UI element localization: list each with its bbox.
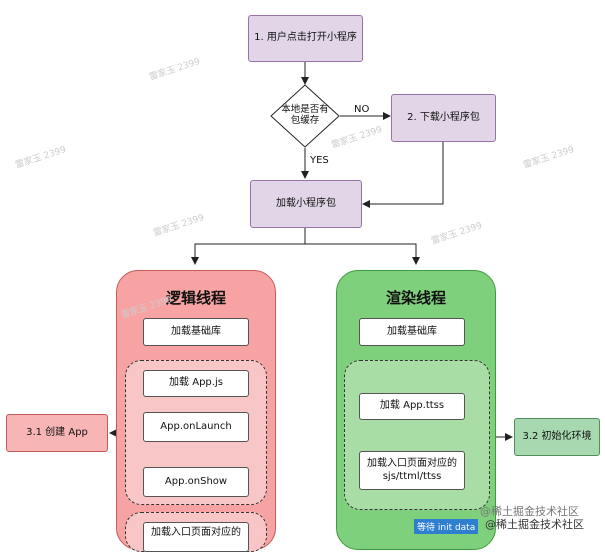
footer-watermark: @稀土掘金技术社区: [480, 505, 579, 518]
logic-thread-title: 逻辑线程: [165, 289, 226, 307]
node-init-environment: 3.2 初始化环境: [514, 418, 600, 456]
node-open-miniapp: 1. 用户点击打开小程序: [248, 15, 363, 62]
render-load-base-library: 加载基础库: [359, 318, 465, 346]
node-download-package: 2. 下载小程序包: [391, 94, 496, 142]
node-load-package: 加载小程序包: [250, 180, 362, 228]
arrow-load-split: [194, 228, 417, 262]
logic-load-base-library: 加载基础库: [143, 318, 249, 346]
edge-label-no: NO: [354, 104, 370, 115]
decision-label: 本地是否有 包缓存: [281, 104, 329, 127]
render-thread-title: 渲染线程: [385, 289, 446, 307]
render-load-app-ttss: 加载 App.ttss: [359, 393, 465, 420]
arrow-download-to-load: [362, 142, 444, 208]
logic-load-app-js: 加载 App.js: [143, 370, 249, 397]
wait-init-data-tag: 等待 init data: [414, 519, 479, 534]
logic-load-entry-page: 加载入口页面对应的: [143, 522, 249, 552]
edge-label-yes: YES: [310, 155, 329, 166]
node-create-app: 3.1 创建 App: [6, 414, 108, 452]
logic-app-onlaunch: App.onLaunch: [143, 412, 249, 442]
logic-app-onshow: App.onShow: [143, 467, 249, 497]
render-load-entry-files: 加载入口页面对应的 sjs/ttml/ttss: [359, 451, 465, 490]
decision-diamond: [270, 84, 340, 148]
footer-watermark-shadow: @稀土掘金技术社区: [485, 518, 584, 531]
